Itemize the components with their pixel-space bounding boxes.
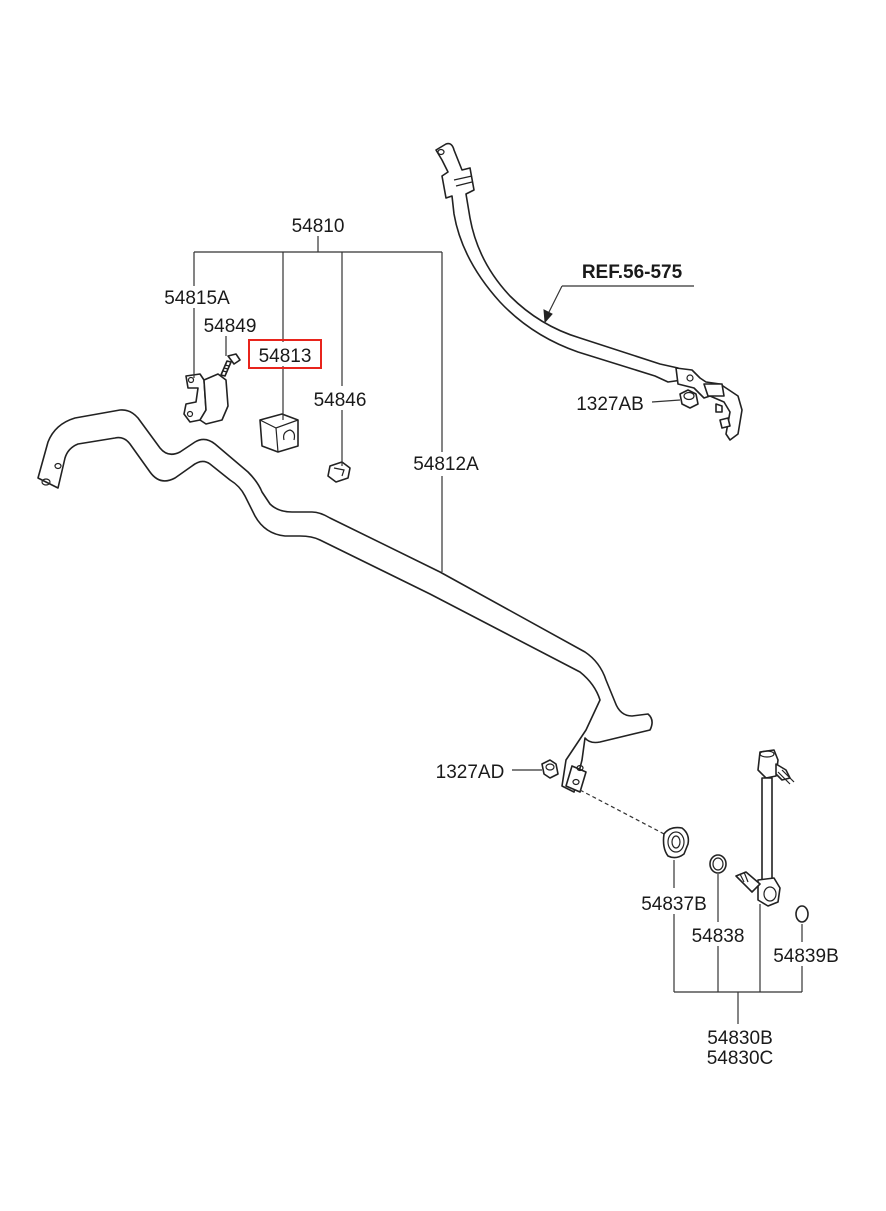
label-ref[interactable]: REF.56-575 bbox=[582, 262, 683, 283]
label-54813[interactable]: 54813 bbox=[259, 346, 312, 367]
label-54837b[interactable]: 54837B bbox=[641, 894, 707, 915]
nut-1327ad[interactable] bbox=[541, 759, 559, 779]
label-54838[interactable]: 54838 bbox=[692, 926, 745, 947]
bushing-54813[interactable] bbox=[259, 413, 299, 453]
washer-54838[interactable] bbox=[709, 854, 727, 874]
label-54830b[interactable]: 54830B bbox=[707, 1028, 773, 1049]
brake-hose[interactable] bbox=[435, 142, 743, 441]
bracket-54815a[interactable] bbox=[183, 373, 229, 425]
link-bushing-54837b[interactable] bbox=[662, 826, 690, 859]
label-1327ab[interactable]: 1327AB bbox=[576, 394, 644, 415]
nut-1327ab[interactable] bbox=[679, 389, 699, 409]
bolt-54849[interactable] bbox=[220, 353, 241, 377]
stabilizer-link[interactable] bbox=[735, 749, 795, 907]
label-54810[interactable]: 54810 bbox=[292, 216, 345, 237]
highlight-box bbox=[248, 339, 322, 369]
label-54815a[interactable]: 54815A bbox=[164, 288, 230, 309]
label-54839b[interactable]: 54839B bbox=[773, 946, 839, 967]
cap-54839b[interactable] bbox=[795, 905, 809, 923]
clip-54846[interactable] bbox=[327, 461, 351, 483]
label-54830c[interactable]: 54830C bbox=[707, 1048, 774, 1069]
alignment-line bbox=[579, 789, 669, 837]
stabilizer-bar[interactable] bbox=[37, 409, 653, 793]
label-1327ad[interactable]: 1327AD bbox=[436, 762, 505, 783]
label-54812a[interactable]: 54812A bbox=[413, 454, 479, 475]
leader-lines bbox=[193, 236, 803, 1024]
label-54849[interactable]: 54849 bbox=[204, 316, 257, 337]
label-54846[interactable]: 54846 bbox=[314, 390, 367, 411]
